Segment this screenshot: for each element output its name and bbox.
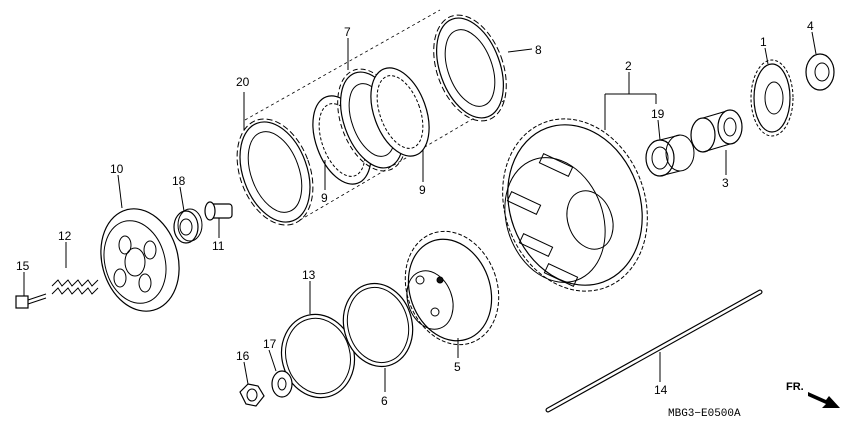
front-direction-indicator: FR. xyxy=(786,381,840,408)
callout-20: 20 xyxy=(236,75,250,89)
callout-19: 19 xyxy=(651,107,665,121)
callout-8: 8 xyxy=(535,43,542,57)
front-direction-label: FR. xyxy=(786,381,804,393)
part-10-pressure-plate xyxy=(100,208,180,312)
part-11-lifter-piece xyxy=(204,201,233,221)
callout-2: 2 xyxy=(625,59,632,73)
part-3-collar xyxy=(690,109,743,153)
part-18-bearing xyxy=(173,208,203,244)
callout-7: 7 xyxy=(344,25,351,39)
callout-17: 17 xyxy=(263,337,277,351)
part-5-clutch-center xyxy=(404,230,500,346)
part-15-bolt xyxy=(15,293,47,309)
plate-stack-guide-lines xyxy=(244,9,506,221)
callout-4: 4 xyxy=(807,19,814,33)
part-4-washer xyxy=(805,53,835,91)
part-1-sprocket xyxy=(750,59,794,137)
callout-10: 10 xyxy=(110,162,124,176)
callout-labels: 20 7 8 2 19 3 1 4 10 18 11 12 15 13 5 6 … xyxy=(16,19,814,408)
part-19-needle-bearing xyxy=(645,134,695,177)
diagram-code: MBG3−E0500A xyxy=(668,408,741,420)
callout-11: 11 xyxy=(212,239,225,253)
part-12-spring xyxy=(51,279,99,295)
callout-5: 5 xyxy=(454,360,461,374)
callout-18: 18 xyxy=(172,174,186,188)
part-9-clutch-plate-b xyxy=(370,67,430,157)
part-16-lock-nut xyxy=(239,383,265,407)
part-8-friction-disk xyxy=(433,14,507,122)
callout-14: 14 xyxy=(654,383,668,397)
part-20-friction-disk xyxy=(236,118,314,226)
part-2-clutch-outer xyxy=(502,118,648,292)
front-direction-arrow-icon xyxy=(808,392,840,408)
callout-13: 13 xyxy=(302,268,316,282)
part-6-o-ring xyxy=(342,282,414,368)
callout-12: 12 xyxy=(58,229,72,243)
callout-9-left: 9 xyxy=(321,191,328,205)
callout-3: 3 xyxy=(722,176,729,190)
leader-lines xyxy=(23,31,817,392)
callout-9-right: 9 xyxy=(419,183,426,197)
callout-16: 16 xyxy=(236,349,250,363)
part-14-push-rod xyxy=(545,289,763,413)
callout-1: 1 xyxy=(760,35,767,49)
part-17-washer xyxy=(271,370,293,398)
callout-15: 15 xyxy=(16,259,30,273)
callout-6: 6 xyxy=(381,394,388,408)
